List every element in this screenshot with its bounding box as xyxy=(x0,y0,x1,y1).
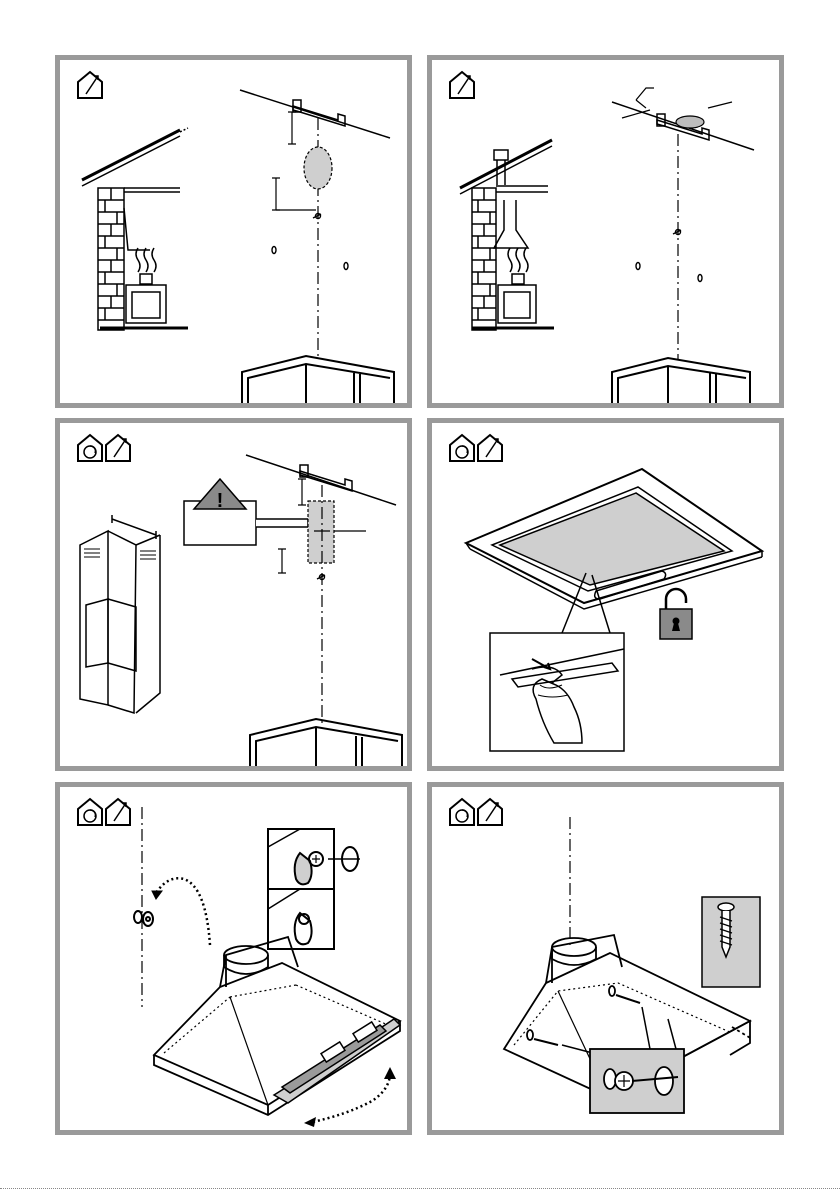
wall-cabinet xyxy=(250,719,402,766)
wall-screw xyxy=(134,911,153,926)
duct-opening-zone xyxy=(676,116,704,128)
recirculation-icon xyxy=(450,435,474,461)
step-6-illustration xyxy=(432,787,779,1130)
panel-step-5 xyxy=(55,782,412,1135)
unlock-icon xyxy=(660,589,692,639)
recirculation-icon xyxy=(78,435,102,461)
page-bottom-edge xyxy=(0,1188,840,1189)
wall-cabinet xyxy=(612,358,750,403)
outdoor-exhaust-icon xyxy=(78,72,102,98)
outdoor-exhaust-icon xyxy=(106,799,130,825)
outdoor-exhaust-icon xyxy=(478,799,502,825)
wall-cabinet xyxy=(242,356,394,403)
outdoor-exhaust-icon xyxy=(478,435,502,461)
step-4-illustration xyxy=(432,423,779,766)
house-cross-section xyxy=(82,128,188,330)
step-3-illustration: ! xyxy=(60,423,407,766)
dimension-arrows xyxy=(622,88,732,118)
template-zone xyxy=(308,501,334,563)
duct-opening-zone xyxy=(304,147,332,189)
step-5-illustration xyxy=(60,787,407,1130)
panel-step-2 xyxy=(427,55,784,408)
range-hood xyxy=(154,937,400,1115)
outdoor-exhaust-icon xyxy=(106,435,130,461)
grease-filter xyxy=(274,1019,400,1103)
outdoor-exhaust-icon xyxy=(450,72,474,98)
wall-bracket xyxy=(293,100,345,126)
panel-step-1 xyxy=(55,55,412,408)
recirculation-icon xyxy=(78,799,102,825)
ceiling-line xyxy=(240,90,390,138)
ceiling-line xyxy=(246,455,396,505)
telescopic-chimney xyxy=(80,515,160,713)
warning-callout: ! xyxy=(184,479,308,545)
panel-step-6 xyxy=(427,782,784,1135)
hood-underside xyxy=(466,469,762,609)
screw-kit xyxy=(702,897,760,987)
screw-anchor-points xyxy=(317,575,325,580)
panel-step-4 xyxy=(427,418,784,771)
hang-arrow xyxy=(156,878,210,945)
house-cross-section xyxy=(460,140,554,330)
step-1-illustration xyxy=(60,60,407,403)
step-2-illustration xyxy=(432,60,779,403)
warning-sign: ! xyxy=(217,490,224,512)
panel-step-3: ! xyxy=(55,418,412,771)
screw-anchor-points xyxy=(636,230,702,282)
zoom-callout xyxy=(490,573,624,751)
keyhole-detail xyxy=(268,829,360,949)
screw-anchor-points xyxy=(272,214,348,270)
recirculation-icon xyxy=(450,799,474,825)
